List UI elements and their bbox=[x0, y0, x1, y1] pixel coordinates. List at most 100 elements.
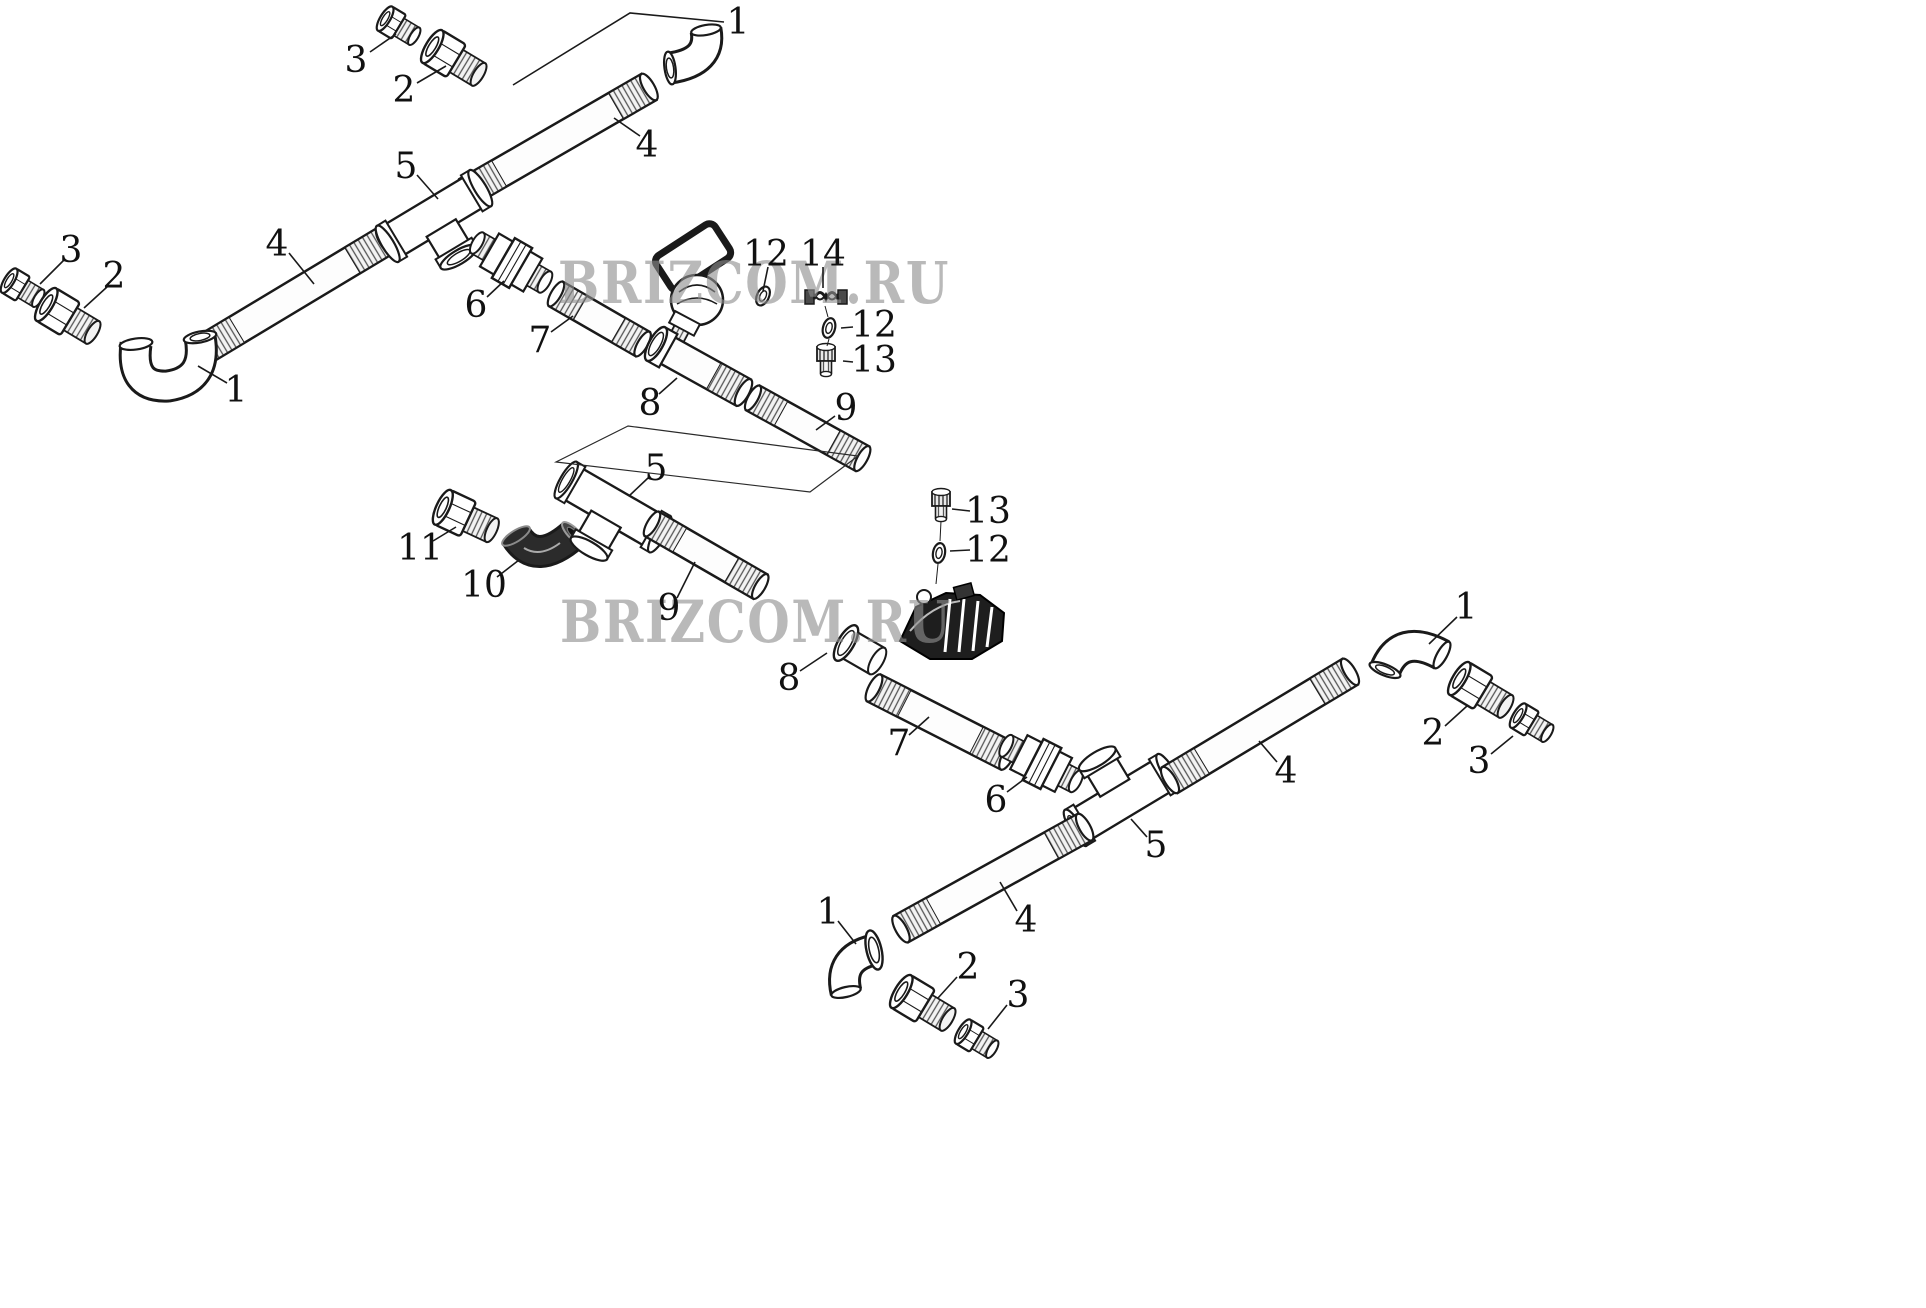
callout-12: 12 bbox=[743, 234, 789, 292]
callout-5c: 5 bbox=[1130, 818, 1167, 866]
callout-5: 5 bbox=[395, 146, 439, 200]
callout-14: 14 bbox=[800, 234, 846, 288]
tee-5-middle bbox=[553, 460, 673, 562]
svg-text:4: 4 bbox=[266, 224, 289, 265]
callout-4d: 4 bbox=[999, 881, 1038, 941]
callout-2d: 2 bbox=[937, 947, 980, 999]
callout-7b: 7 bbox=[888, 716, 930, 764]
pipe-4-lower-right bbox=[887, 810, 1099, 947]
callout-2b: 2 bbox=[83, 256, 126, 309]
svg-text:14: 14 bbox=[800, 234, 846, 275]
svg-text:1: 1 bbox=[225, 370, 248, 411]
svg-text:4: 4 bbox=[636, 125, 659, 166]
callout-4b: 4 bbox=[266, 224, 315, 285]
svg-text:13: 13 bbox=[851, 340, 897, 381]
svg-text:5: 5 bbox=[645, 448, 668, 489]
collar-8-middle bbox=[832, 624, 888, 676]
callout-1: 1 bbox=[512, 2, 750, 86]
svg-text:3: 3 bbox=[1468, 741, 1491, 782]
assembly-right bbox=[828, 629, 1560, 1065]
svg-text:4: 4 bbox=[1015, 900, 1038, 941]
callout-1c: 1 bbox=[1428, 587, 1478, 645]
detail-frame bbox=[553, 425, 860, 493]
assembly-top bbox=[0, 2, 875, 475]
connector-3-bottom bbox=[950, 1015, 1005, 1065]
connector-3-right bbox=[1505, 699, 1560, 749]
hex-nipple-2-bottom bbox=[884, 970, 963, 1040]
svg-text:9: 9 bbox=[835, 388, 858, 429]
callout-1b: 1 bbox=[197, 365, 248, 411]
svg-text:9: 9 bbox=[658, 588, 681, 629]
elbow-10 bbox=[501, 521, 587, 568]
svg-text:8: 8 bbox=[639, 383, 662, 424]
callout-5b: 5 bbox=[628, 448, 668, 497]
elbow-1-bottom bbox=[828, 929, 884, 1000]
svg-text:2: 2 bbox=[957, 947, 980, 988]
callout-12c: 12 bbox=[949, 530, 1011, 571]
svg-text:1: 1 bbox=[817, 892, 840, 933]
callout-13: 13 bbox=[842, 340, 897, 381]
assembly-middle bbox=[427, 460, 1021, 774]
hex-nipple-2-right bbox=[1442, 657, 1521, 727]
washer-12-b bbox=[819, 315, 839, 341]
callout-8b: 8 bbox=[778, 652, 828, 699]
valve-body bbox=[898, 581, 1006, 660]
callout-2c: 2 bbox=[1422, 705, 1468, 754]
callout-6b: 6 bbox=[985, 776, 1028, 821]
callout-11: 11 bbox=[397, 526, 457, 569]
svg-text:8: 8 bbox=[778, 658, 801, 699]
svg-text:7: 7 bbox=[888, 723, 911, 764]
svg-text:10: 10 bbox=[461, 565, 507, 606]
sprinkler-body bbox=[652, 220, 735, 349]
valve-13-a bbox=[816, 342, 836, 378]
svg-text:12: 12 bbox=[965, 530, 1011, 571]
watermark-top: BRIZCOM.RU bbox=[558, 249, 950, 317]
elbow-1-top bbox=[662, 23, 724, 86]
svg-text:2: 2 bbox=[1422, 713, 1445, 754]
callout-8: 8 bbox=[639, 377, 678, 424]
svg-text:4: 4 bbox=[1275, 751, 1298, 792]
callout-9: 9 bbox=[815, 388, 858, 431]
svg-text:3: 3 bbox=[345, 40, 368, 81]
svg-text:2: 2 bbox=[103, 256, 126, 297]
callout-7: 7 bbox=[529, 315, 574, 361]
svg-text:6: 6 bbox=[465, 285, 488, 326]
valve-13-c bbox=[931, 487, 951, 523]
callout-6: 6 bbox=[465, 280, 505, 326]
svg-text:1: 1 bbox=[727, 2, 750, 43]
pipe-4-left bbox=[191, 223, 399, 366]
washer-12-c bbox=[930, 541, 948, 565]
callout-4: 4 bbox=[613, 117, 659, 166]
svg-text:2: 2 bbox=[393, 70, 416, 111]
svg-text:11: 11 bbox=[397, 528, 443, 569]
callout-9b: 9 bbox=[658, 561, 696, 629]
svg-text:13: 13 bbox=[965, 491, 1011, 532]
svg-text:1: 1 bbox=[1455, 587, 1478, 628]
callouts: 3 2 1 4 5 4 3 2 1 6 bbox=[39, 2, 1514, 1030]
pipe-4-upper-right bbox=[1156, 654, 1364, 797]
callout-12b: 12 bbox=[840, 305, 897, 346]
callout-3d: 3 bbox=[987, 975, 1030, 1030]
watermark-bottom: BRIZCOM.RU bbox=[560, 588, 952, 656]
tee-5-top bbox=[374, 168, 494, 271]
svg-text:12: 12 bbox=[743, 234, 789, 275]
svg-text:5: 5 bbox=[395, 146, 418, 187]
hex-nipple-2-top bbox=[415, 25, 494, 95]
svg-text:6: 6 bbox=[985, 780, 1008, 821]
svg-text:3: 3 bbox=[1007, 975, 1030, 1016]
pipe-7-right bbox=[861, 670, 1021, 774]
callout-1d: 1 bbox=[817, 892, 857, 945]
callout-13b: 13 bbox=[951, 491, 1011, 532]
elbow-1-right bbox=[1368, 629, 1452, 680]
svg-text:7: 7 bbox=[529, 320, 552, 361]
callout-3: 3 bbox=[345, 33, 397, 81]
svg-text:3: 3 bbox=[60, 230, 83, 271]
callout-4c: 4 bbox=[1258, 740, 1298, 792]
elbow-1-left bbox=[118, 329, 218, 403]
tube-8-top bbox=[643, 325, 754, 408]
callout-2: 2 bbox=[393, 65, 447, 111]
callout-3c: 3 bbox=[1468, 735, 1514, 782]
callout-3b: 3 bbox=[39, 230, 83, 285]
